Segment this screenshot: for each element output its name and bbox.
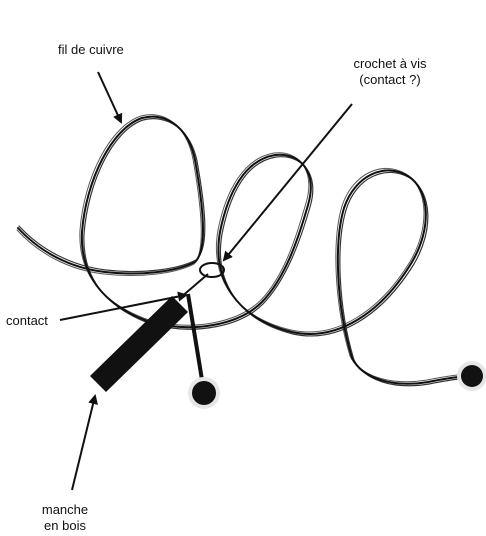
label-handle-line2: en bois bbox=[30, 518, 100, 534]
label-screw-hook: crochet à vis (contact ?) bbox=[330, 56, 450, 88]
copper-wire-stroke-main bbox=[18, 117, 472, 384]
label-contact: contact bbox=[6, 313, 48, 329]
label-screw-hook-line1: crochet à vis bbox=[330, 56, 450, 72]
wire-end-terminal bbox=[457, 361, 486, 391]
probe-rod bbox=[188, 294, 220, 409]
arrow-copper-wire bbox=[98, 72, 121, 122]
copper-wire-stroke-sketch-2 bbox=[17, 115, 472, 382]
label-copper-wire: fil de cuivre bbox=[58, 42, 124, 58]
arrow-screw-hook bbox=[224, 104, 352, 260]
copper-wire-stroke-sketch bbox=[19, 119, 472, 386]
label-screw-hook-line2: (contact ?) bbox=[330, 72, 450, 88]
label-handle: manche en bois bbox=[30, 502, 100, 534]
arrow-handle bbox=[72, 396, 95, 490]
copper-wire-coil bbox=[17, 115, 472, 386]
label-handle-line1: manche bbox=[30, 502, 100, 518]
